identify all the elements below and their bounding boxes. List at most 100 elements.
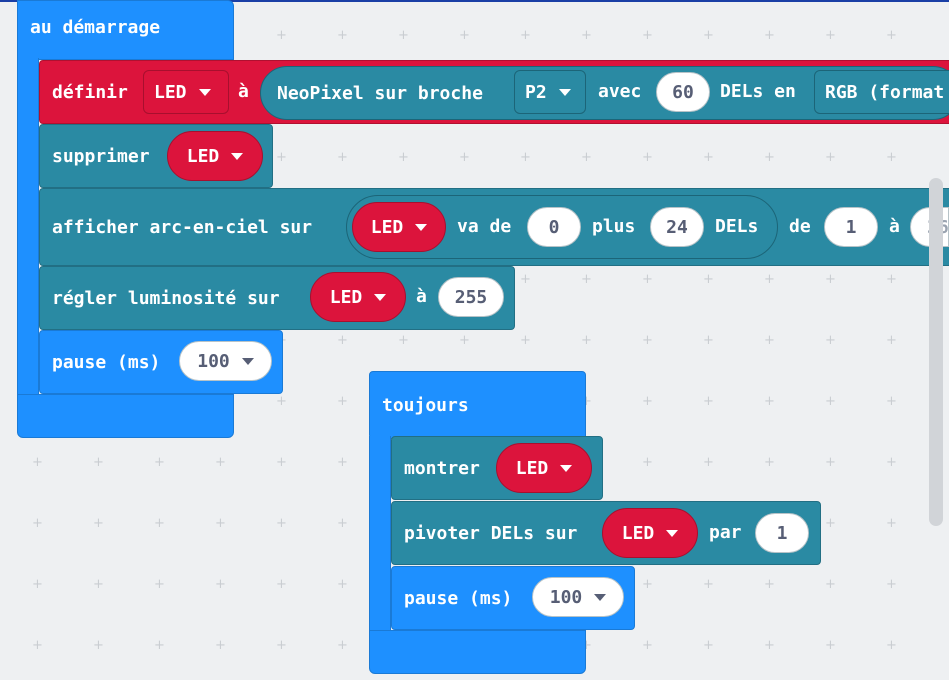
grid-plus-icon: + bbox=[886, 394, 897, 409]
brightness-variable-pill[interactable]: LED bbox=[310, 272, 406, 322]
on-start-pause-dropdown[interactable]: 100 bbox=[179, 341, 272, 381]
chevron-down-icon bbox=[560, 464, 573, 472]
grid-plus-icon: + bbox=[825, 455, 836, 470]
forever-block[interactable]: toujours bbox=[369, 371, 586, 439]
grid-plus-icon: + bbox=[337, 455, 348, 470]
grid-plus-icon: + bbox=[154, 638, 165, 653]
grid-plus-icon: + bbox=[337, 638, 348, 653]
forever-pause-label: pause (ms) bbox=[404, 587, 513, 609]
range-from-input[interactable]: 0 bbox=[527, 207, 581, 247]
grid-plus-icon: + bbox=[703, 394, 714, 409]
grid-plus-icon: + bbox=[886, 455, 897, 470]
define-variable-name: LED bbox=[154, 81, 187, 103]
forever-pause-value: 100 bbox=[549, 586, 583, 608]
grid-plus-icon: + bbox=[886, 272, 897, 287]
rotate-block[interactable]: pivoter DELs sur bbox=[391, 501, 821, 565]
brightness-value-input[interactable]: 255 bbox=[438, 277, 504, 317]
grid-plus-icon: + bbox=[93, 455, 104, 470]
grid-plus-icon: + bbox=[93, 577, 104, 592]
clear-variable-name: LED bbox=[186, 145, 220, 167]
forever-block-foot bbox=[369, 630, 586, 674]
grid-plus-icon: + bbox=[764, 150, 775, 165]
grid-plus-icon: + bbox=[703, 638, 714, 653]
grid-plus-icon: + bbox=[32, 455, 43, 470]
grid-plus-icon: + bbox=[215, 577, 226, 592]
chevron-down-icon bbox=[666, 529, 679, 537]
on-start-block[interactable]: au démarrage bbox=[17, 0, 234, 60]
rainbow-variable-pill[interactable]: LED bbox=[352, 202, 446, 252]
rotate-value-input[interactable]: 1 bbox=[755, 513, 809, 553]
grid-plus-icon: + bbox=[825, 638, 836, 653]
chevron-down-icon bbox=[231, 152, 244, 160]
grid-plus-icon: + bbox=[642, 577, 653, 592]
grid-plus-icon: + bbox=[764, 272, 775, 287]
grid-plus-icon: + bbox=[276, 516, 287, 531]
grid-plus-icon: + bbox=[764, 333, 775, 348]
rotate-variable-pill[interactable]: LED bbox=[602, 508, 698, 558]
led-count-input[interactable]: 60 bbox=[656, 72, 710, 112]
grid-plus-icon: + bbox=[703, 150, 714, 165]
grid-plus-icon: + bbox=[581, 394, 592, 409]
chevron-down-icon bbox=[374, 293, 387, 301]
grid-plus-icon: + bbox=[93, 516, 104, 531]
brightness-label: régler luminosité sur bbox=[52, 287, 280, 309]
set-brightness-block[interactable]: régler luminosité sur bbox=[39, 266, 515, 330]
grid-plus-icon: + bbox=[154, 516, 165, 531]
grid-plus-icon: + bbox=[642, 638, 653, 653]
hue-of-label: de bbox=[789, 216, 811, 237]
on-start-pause-value: 100 bbox=[197, 350, 230, 372]
grid-plus-icon: + bbox=[581, 272, 592, 287]
clear-label: supprimer bbox=[52, 145, 150, 167]
rotate-variable-name: LED bbox=[621, 522, 655, 544]
brightness-value: 255 bbox=[454, 286, 488, 308]
grid-plus-icon: + bbox=[825, 394, 836, 409]
grid-plus-icon: + bbox=[703, 455, 714, 470]
grid-plus-icon: + bbox=[703, 333, 714, 348]
range-plus-label: plus bbox=[592, 216, 636, 237]
show-variable-pill[interactable]: LED bbox=[496, 443, 592, 493]
hue-start-input[interactable]: 1 bbox=[824, 207, 878, 247]
grid-plus-icon: + bbox=[337, 577, 348, 592]
forever-pause-dropdown[interactable]: 100 bbox=[532, 577, 624, 617]
grid-plus-icon: + bbox=[764, 577, 775, 592]
grid-plus-icon: + bbox=[398, 333, 409, 348]
forever-label: toujours bbox=[382, 394, 469, 416]
grid-plus-icon: + bbox=[276, 577, 287, 592]
pin-dropdown[interactable]: P2 bbox=[514, 70, 586, 114]
range-from-value: 0 bbox=[548, 216, 560, 238]
grid-plus-icon: + bbox=[825, 516, 836, 531]
with-label: avec bbox=[598, 81, 642, 102]
grid-plus-icon: + bbox=[886, 577, 897, 592]
grid-plus-icon: + bbox=[337, 150, 348, 165]
show-variable-name: LED bbox=[515, 457, 549, 479]
on-start-block-foot bbox=[17, 394, 234, 438]
chevron-down-icon bbox=[558, 88, 571, 96]
grid-plus-icon: + bbox=[398, 28, 409, 43]
rainbow-variable-name: LED bbox=[370, 216, 404, 238]
show-label: montrer bbox=[404, 457, 480, 479]
grid-plus-icon: + bbox=[276, 150, 287, 165]
format-dropdown[interactable]: RGB (format bbox=[814, 70, 949, 114]
leds-in-label: DELs en bbox=[720, 81, 796, 102]
window-top-border bbox=[0, 0, 949, 2]
grid-plus-icon: + bbox=[459, 28, 470, 43]
range-label: va de bbox=[457, 216, 512, 237]
grid-plus-icon: + bbox=[459, 150, 470, 165]
grid-plus-icon: + bbox=[825, 272, 836, 287]
grid-plus-icon: + bbox=[642, 455, 653, 470]
vertical-scrollbar[interactable] bbox=[929, 178, 943, 526]
grid-plus-icon: + bbox=[215, 638, 226, 653]
grid-plus-icon: + bbox=[520, 333, 531, 348]
grid-plus-icon: + bbox=[642, 272, 653, 287]
forever-block-spine bbox=[369, 436, 391, 636]
grid-plus-icon: + bbox=[520, 150, 531, 165]
grid-plus-icon: + bbox=[459, 333, 470, 348]
clear-variable-pill[interactable]: LED bbox=[167, 131, 263, 181]
brightness-to-label: à bbox=[416, 286, 427, 307]
grid-plus-icon: + bbox=[337, 394, 348, 409]
grid-plus-icon: + bbox=[703, 272, 714, 287]
chevron-down-icon bbox=[198, 88, 211, 96]
range-span-input[interactable]: 24 bbox=[650, 207, 704, 247]
grid-plus-icon: + bbox=[642, 333, 653, 348]
define-variable-dropdown[interactable]: LED bbox=[143, 70, 229, 114]
